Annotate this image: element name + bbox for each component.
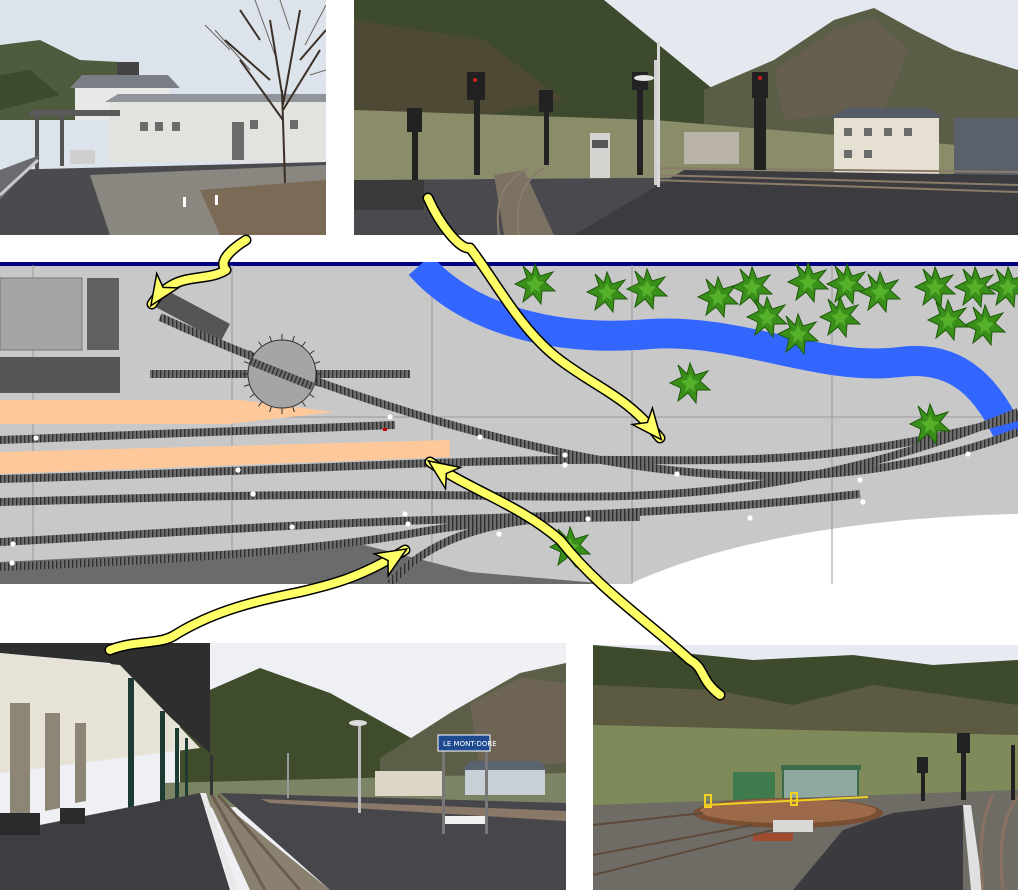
turntable-tick: [258, 341, 263, 347]
layout-border: [0, 262, 1018, 266]
turntable-icon: [242, 334, 322, 414]
turntable-tick: [269, 335, 272, 342]
turntable-tick: [292, 335, 295, 342]
track-plan: [0, 254, 1018, 587]
turntable-tick: [314, 384, 321, 387]
signal-icon: [917, 733, 1015, 801]
turntable-tick: [314, 361, 321, 364]
turntable-tick: [292, 406, 295, 413]
photo-station-building: [0, 0, 326, 235]
turntable-tick: [309, 350, 315, 355]
platform-2: [0, 440, 450, 474]
station-sign-icon: LE MONT-DORE: [437, 734, 497, 752]
turntable-tick: [258, 401, 263, 407]
photo-turntable: [593, 645, 1018, 890]
turntable-tick: [309, 393, 315, 398]
platform-1: [0, 400, 334, 424]
station-sign-text: LE MONT-DORE: [443, 740, 497, 748]
turntable-tick: [249, 393, 255, 398]
turntable-tick: [249, 350, 255, 355]
track-plan-drawing: [0, 254, 1018, 587]
photo-signals: [354, 0, 1018, 235]
turntable-tick: [269, 406, 272, 413]
turntable-tick: [243, 361, 250, 364]
turntable-tick: [243, 384, 250, 387]
turntable-tick: [301, 341, 306, 347]
turntable-tick: [301, 401, 306, 407]
signal-marker: [383, 428, 387, 431]
photo-platform: LE MONT-DORE: [0, 643, 566, 890]
